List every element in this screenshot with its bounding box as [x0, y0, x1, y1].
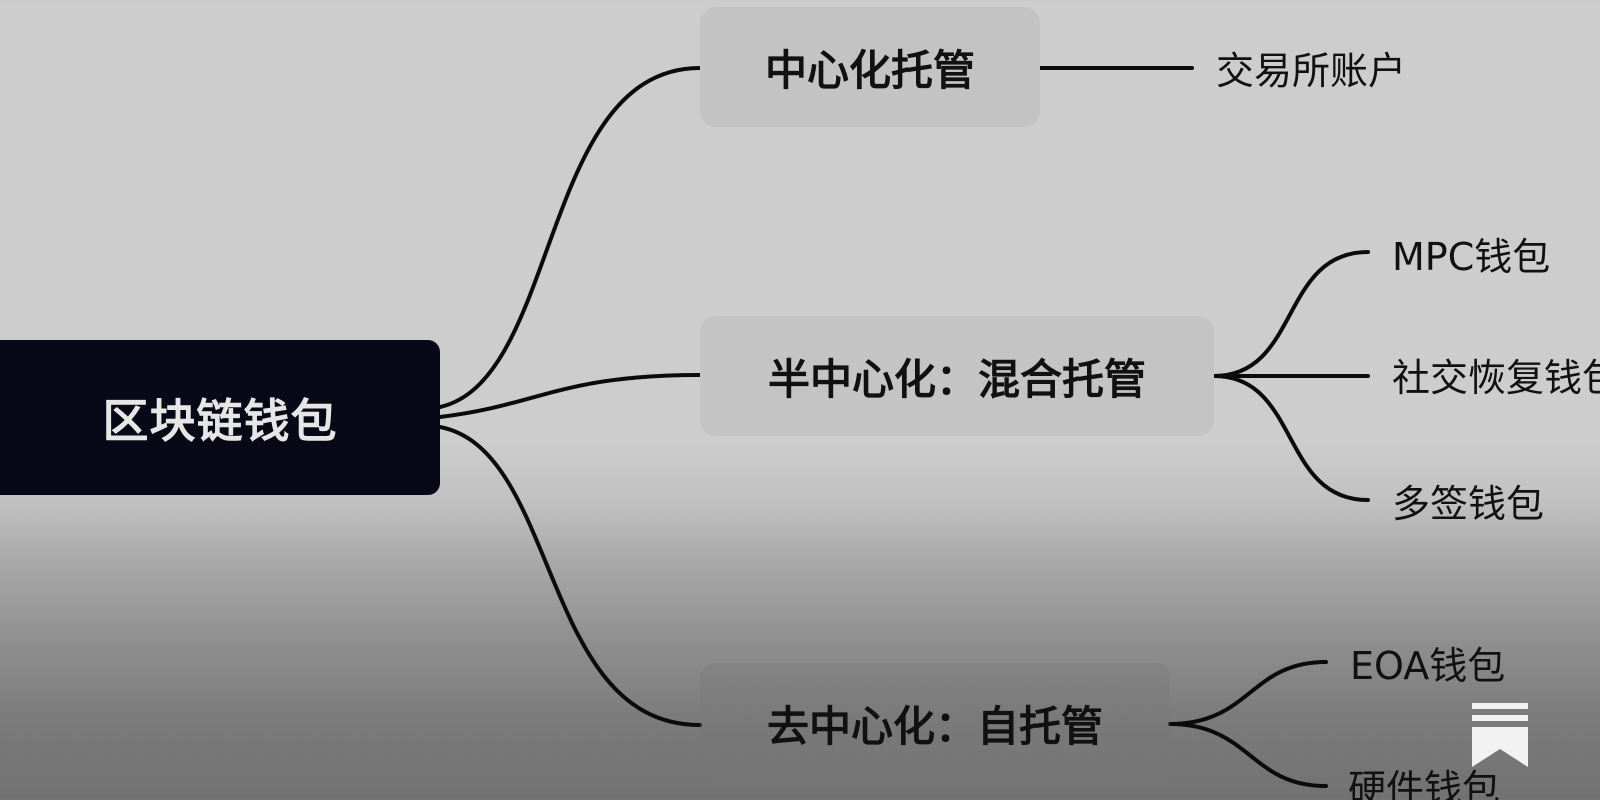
connector-hybrid-to-multisig — [1212, 374, 1370, 502]
leaf-hardware-wallet[interactable]: 硬件钱包 — [1348, 767, 1501, 800]
leaf-eoa-wallet[interactable]: EOA钱包 — [1350, 644, 1506, 688]
branch-label-hybrid: 半中心化：混合托管 — [767, 354, 1146, 404]
connector-root-to-decentralized — [438, 425, 702, 727]
connector-hybrid-to-mpc — [1212, 250, 1370, 378]
bookmark-icon[interactable] — [1472, 703, 1528, 767]
connector-decentralized-to-eoa — [1168, 660, 1328, 726]
connector-root-to-hybrid — [438, 373, 702, 419]
branch-node-hybrid[interactable]: 半中心化：混合托管 — [700, 316, 1214, 436]
leaf-exchange-account[interactable]: 交易所账户 — [1216, 49, 1407, 93]
leaf-mpc-wallet[interactable]: MPC钱包 — [1392, 235, 1551, 279]
leaf-multisig-wallet[interactable]: 多签钱包 — [1392, 482, 1545, 526]
root-label: 区块链钱包 — [102, 393, 338, 448]
leaf-social-recovery-wallet[interactable]: 社交恢复钱包 — [1392, 356, 1600, 400]
root-node[interactable]: 区块链钱包 — [0, 340, 440, 495]
branch-label-centralized: 中心化托管 — [764, 45, 975, 95]
branch-node-decentralized[interactable]: 去中心化：自托管 — [700, 663, 1170, 783]
connector-root-to-centralized — [438, 66, 702, 409]
connector-decentralized-to-hardware — [1168, 722, 1328, 788]
branch-label-decentralized: 去中心化：自托管 — [766, 701, 1103, 751]
branch-node-centralized[interactable]: 中心化托管 — [700, 7, 1040, 127]
